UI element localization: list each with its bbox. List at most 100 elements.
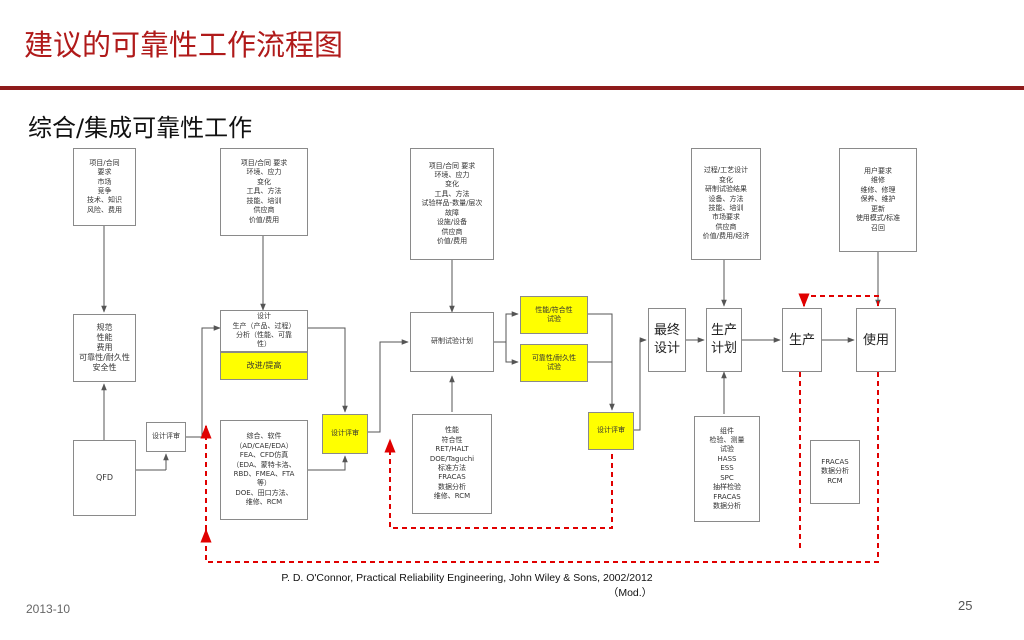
box-text-line: 供应商: [441, 227, 463, 236]
box-lines: 生产计划: [711, 322, 737, 358]
box-text-line: RCM: [827, 476, 843, 485]
box-text-line: 要求: [97, 168, 112, 177]
box-text-line: 组件: [720, 426, 734, 435]
box-text-line: （AD/CAE/EDA）: [235, 441, 293, 450]
box-text-line: 最终: [653, 323, 680, 338]
box-text-line: 试验样品-数量/层次: [421, 199, 483, 208]
use-box: 使用: [856, 308, 896, 372]
box-text-line: 生产（产品、过程）: [232, 321, 296, 330]
box-text-line: 维修: [870, 176, 885, 185]
box-text-line: 安全性: [92, 363, 117, 372]
box-text-line: 更新: [870, 204, 885, 213]
box-text-line: 性能/符合性: [535, 305, 573, 314]
improve-box: 改进/提高: [220, 352, 308, 380]
box-text-line: 工具、方法: [246, 187, 282, 196]
box-lines: 使用: [863, 331, 889, 350]
box-text-line: 设计: [257, 312, 271, 321]
box-text-line: 性）: [257, 340, 271, 349]
performance-test-box: 性能/符合性试验: [520, 296, 588, 334]
reference-mod: （Mod.）: [607, 587, 653, 599]
box-lines: 设计评审: [597, 426, 625, 435]
box-text-line: 试验: [546, 315, 561, 323]
box-text-line: 设计评审: [331, 429, 359, 438]
box-text-line: 环境、应力: [434, 171, 470, 180]
box-text-line: 设施/设备: [436, 218, 468, 227]
box-lines: 综合、软件（AD/CAE/EDA）FEA、CFD仿真（EDA、蒙特卡洛、RBD、…: [232, 432, 295, 507]
production-plan-box: 生产计划: [706, 308, 742, 372]
arrow-devtest-perf: [494, 311, 519, 343]
box-text-line: 市场要求: [712, 213, 740, 222]
box-text-line: （EDA、蒙特卡洛、: [232, 460, 296, 469]
box-text-line: 试验: [546, 363, 561, 371]
box-text-line: 检验、测量: [709, 436, 745, 445]
box-text-line: 抽样检验: [713, 483, 741, 492]
box-text-line: 项目/合同 要求: [428, 161, 476, 170]
box-text-line: 符合性: [441, 435, 463, 444]
box-text-line: 用户要求: [863, 167, 892, 176]
box-text-line: 项目/合同 要求: [240, 159, 288, 168]
box-text-line: 研制试验计划: [431, 337, 473, 346]
slide-subtitle: 综合/集成可靠性工作: [28, 114, 253, 142]
arrow-review2-devtest: [368, 339, 409, 433]
box-text-line: FRACAS: [821, 457, 849, 466]
specifications-box: 规范性能费用可靠性/耐久性安全性: [73, 314, 136, 382]
box-text-line: 等）: [256, 479, 271, 488]
box-text-line: 改进/提高: [246, 361, 282, 370]
project-requirements-box-2: 项目/合同 要求环境、应力变化工具、方法技能、培训供应商价值/费用: [220, 148, 308, 236]
design-review-box-2: 设计评审: [322, 414, 368, 454]
box-text-line: DOE、田口方法、: [235, 488, 293, 497]
arrow-methods1-review2: [308, 455, 348, 471]
box-text-line: FRACAS: [713, 492, 741, 501]
box-text-line: 数据分析: [713, 501, 741, 510]
box-text-line: 研制试验结果: [705, 185, 747, 194]
box-lines: 最终设计: [654, 322, 680, 358]
box-text-line: 变化: [444, 180, 459, 189]
box-lines: 用户要求维修维修、修理保养、维护更新使用模式/标准召回: [856, 167, 900, 233]
feedback-review3-review2: [384, 438, 613, 529]
box-text-line: 竞争: [97, 187, 112, 195]
box-text-line: RET/HALT: [435, 445, 469, 454]
box-text-line: 可靠性/耐久性: [79, 353, 130, 362]
project-requirements-box-1: 项目/合同要求市场竞争技术、知识风险、费用: [73, 148, 136, 226]
user-requirements-box: 用户要求维修维修、修理保养、维护更新使用模式/标准召回: [839, 148, 917, 252]
arrow-design-review2: [308, 327, 348, 413]
reliability-test-box: 可靠性/耐久性试验: [520, 344, 588, 382]
project-requirements-box-3: 项目/合同 要求环境、应力变化工具、方法试验样品-数量/层次故障设施/设备供应商…: [410, 148, 494, 260]
box-text-line: 生产: [788, 332, 815, 348]
box-lines: 项目/合同 要求环境、应力变化工具、方法试验样品-数量/层次故障设施/设备供应商…: [422, 162, 483, 247]
development-test-plan-box: 研制试验计划: [410, 312, 494, 372]
box-text-line: HASS: [717, 454, 737, 463]
box-text-line: 技能、培训: [708, 204, 744, 212]
box-lines: 设计评审: [331, 429, 359, 438]
box-lines: QFD: [96, 473, 113, 483]
box-text-line: 技能、培训: [246, 196, 282, 205]
box-text-line: 供应商: [253, 206, 275, 215]
feedback-use-design: [200, 372, 879, 563]
box-text-line: 价值/费用/经济: [702, 232, 750, 241]
production-box: 生产: [782, 308, 822, 372]
box-lines: 设计评审: [152, 432, 180, 441]
box-text-line: RBD、FMEA、FTA: [233, 470, 295, 478]
box-lines: 可靠性/耐久性试验: [532, 354, 576, 373]
box-text-line: 规范: [96, 323, 113, 332]
box-text-line: 召回: [870, 223, 885, 232]
final-design-box: 最终设计: [648, 308, 686, 372]
design-box: 设计生产（产品、过程）分析（性能、可靠性）: [220, 310, 308, 352]
box-lines: 改进/提高: [247, 361, 282, 371]
box-text-line: 维修、RCM: [245, 498, 283, 507]
design-review-box-1: 设计评审: [146, 422, 186, 452]
reference-text: P. D. O'Connor, Practical Reliability En…: [281, 572, 653, 584]
box-text-line: 生产: [710, 323, 737, 338]
box-text-line: 过程/工艺设计: [703, 166, 749, 175]
box-text-line: SPC: [720, 473, 734, 482]
box-text-line: ESS: [720, 464, 734, 473]
box-text-line: 可靠性/耐久性: [531, 353, 577, 362]
arrow-review1-design-b: [201, 325, 221, 437]
box-text-line: 计划: [710, 341, 737, 356]
design-review-box-3: 设计评审: [588, 412, 634, 450]
slide-date: 2013-10: [26, 602, 71, 616]
box-text-line: 设计评审: [152, 432, 180, 441]
